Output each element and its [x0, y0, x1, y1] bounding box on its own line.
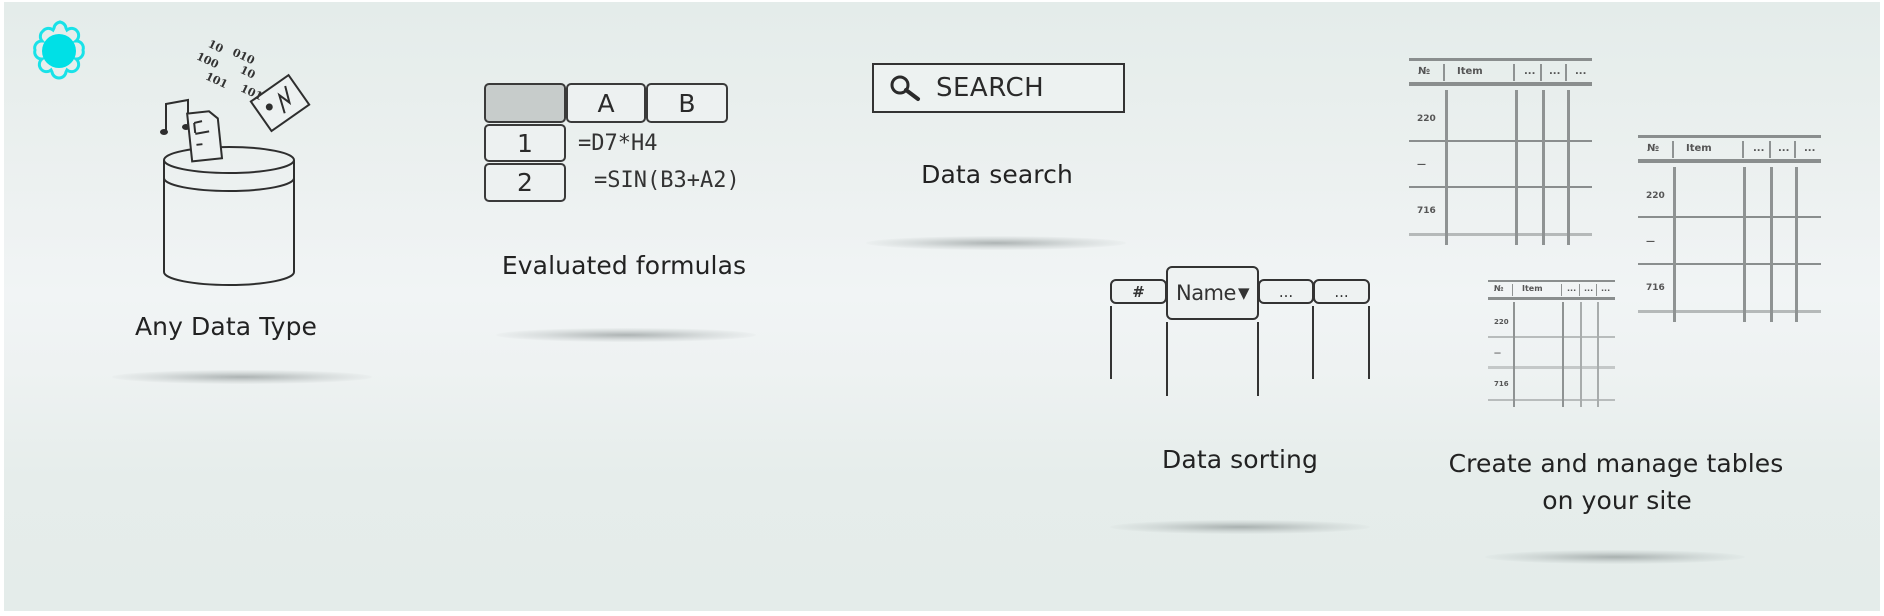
mini-table-preview: № Item ... ... ... 220 — 716	[1638, 135, 1821, 325]
sort-header-col4[interactable]: ...	[1313, 279, 1370, 304]
drop-shadow	[866, 236, 1126, 250]
column-divider	[1110, 306, 1112, 379]
column-divider	[1166, 322, 1168, 396]
mini-table-preview: № Item ... ... ... 220 — 716	[1409, 58, 1592, 248]
sort-header-number[interactable]: #	[1110, 279, 1167, 304]
gear-icon[interactable]	[28, 19, 90, 83]
feature-label: Data search	[921, 160, 1073, 189]
drop-shadow	[496, 328, 756, 342]
sort-header-col3[interactable]: ...	[1258, 279, 1314, 304]
row-header-2: 2	[484, 163, 566, 202]
search-icon	[890, 75, 920, 101]
formula-cell: =D7*H4	[578, 131, 658, 156]
feature-label-line2: on your site	[1542, 486, 1692, 515]
feature-label-line1: Create and manage tables	[1448, 449, 1784, 478]
sort-header-name-label: Name	[1175, 281, 1236, 305]
sort-descending-icon: ▼	[1237, 284, 1250, 302]
drop-shadow	[112, 370, 372, 384]
column-divider	[1257, 322, 1259, 396]
row-header-1: 1	[484, 124, 566, 162]
sort-header-name[interactable]: Name ▼	[1166, 266, 1259, 320]
database-cylinder-icon	[160, 73, 311, 286]
mini-table-preview: № Item ... ... ... 220 — 716	[1488, 280, 1615, 410]
column-divider	[1368, 306, 1370, 379]
feature-label: Evaluated formulas	[501, 251, 747, 280]
feature-label: Data sorting	[1162, 445, 1318, 474]
formula-cell: =SIN(B3+A2)	[594, 168, 740, 193]
search-input[interactable]: SEARCH	[872, 63, 1125, 113]
feature-label: Any Data Type	[134, 312, 318, 341]
search-placeholder: SEARCH	[936, 73, 1045, 103]
column-divider	[1312, 306, 1314, 379]
grid-corner-cell	[484, 83, 566, 123]
drop-shadow	[1110, 520, 1370, 534]
feature-banner: 10 010 100 10 101 101 Any Data Type A B …	[4, 2, 1880, 611]
column-header-a: A	[566, 83, 646, 123]
drop-shadow	[1485, 550, 1745, 564]
column-header-b: B	[646, 83, 728, 123]
